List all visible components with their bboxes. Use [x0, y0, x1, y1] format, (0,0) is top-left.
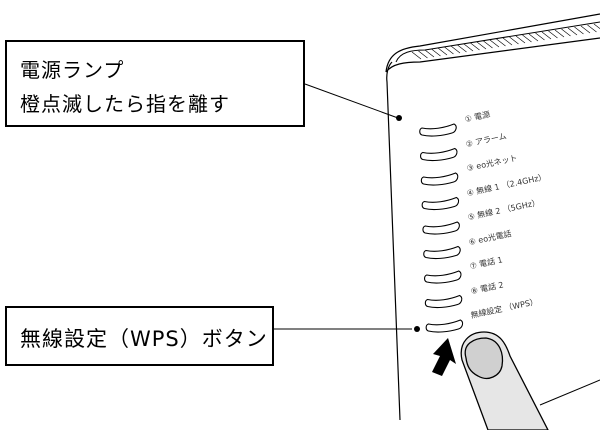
wps-leader-dot: [414, 326, 420, 332]
vent-slot: [554, 29, 565, 38]
led-lamp: [424, 294, 463, 309]
vent-slot: [574, 26, 584, 35]
router-vents: [411, 23, 600, 60]
wps-button-title: 無線設定（WPS）ボタン: [20, 327, 268, 351]
router-top-rim-inner: [395, 21, 600, 63]
vent-slot: [431, 48, 441, 57]
vent-slot: [515, 35, 526, 44]
vent-slot: [470, 42, 480, 51]
vent-slot: [418, 50, 428, 59]
vent-slot: [437, 47, 448, 56]
router-top-rim: [385, 13, 600, 73]
vent-slot: [580, 25, 591, 34]
led-lamp: [420, 147, 458, 162]
led-lamp: [421, 196, 460, 211]
led-lamp: [422, 221, 460, 235]
vent-slot: [528, 33, 539, 42]
vent-slot: [463, 43, 474, 52]
vent-slot: [567, 27, 578, 36]
wps-button[interactable]: [425, 319, 464, 333]
led-lamp: [423, 245, 461, 260]
vent-slot: [483, 40, 493, 49]
router-right-edge: [539, 379, 600, 406]
power-lamp-title: 電源ランプ: [20, 58, 125, 82]
vent-slot: [541, 31, 552, 40]
power-lamp-callout: 電源ランプ 橙点滅したら指を離す: [5, 40, 305, 127]
led-group: [419, 123, 464, 333]
finger-press-icon: [460, 331, 549, 430]
vent-slot: [535, 32, 545, 41]
vent-slot: [522, 34, 532, 43]
power-leader-dot: [396, 115, 402, 121]
led-lamp: [419, 123, 457, 137]
vent-slot: [457, 44, 467, 53]
vent-slot: [489, 39, 500, 48]
vent-slot: [424, 49, 435, 58]
vent-slot: [548, 30, 558, 39]
up-arrow-icon: [432, 338, 456, 376]
vent-slot: [476, 41, 487, 50]
led-lamp: [420, 172, 459, 186]
router-top-base: [385, 37, 600, 73]
power-lamp-instruction: 橙点滅したら指を離す: [20, 92, 230, 116]
router-body-outline: [386, 61, 401, 421]
wps-button-callout: 無線設定（WPS）ボタン: [5, 306, 274, 366]
vent-slot: [587, 24, 597, 33]
led-lamp: [424, 270, 462, 284]
vent-slot: [509, 36, 519, 45]
vent-slot: [444, 46, 454, 55]
vent-slot: [450, 45, 461, 54]
vent-slot: [411, 51, 422, 60]
vent-slot: [502, 37, 513, 46]
power-leader-line: [304, 83, 399, 119]
vent-slot: [496, 38, 506, 47]
vent-slot: [593, 23, 600, 30]
vent-slot: [561, 28, 571, 37]
